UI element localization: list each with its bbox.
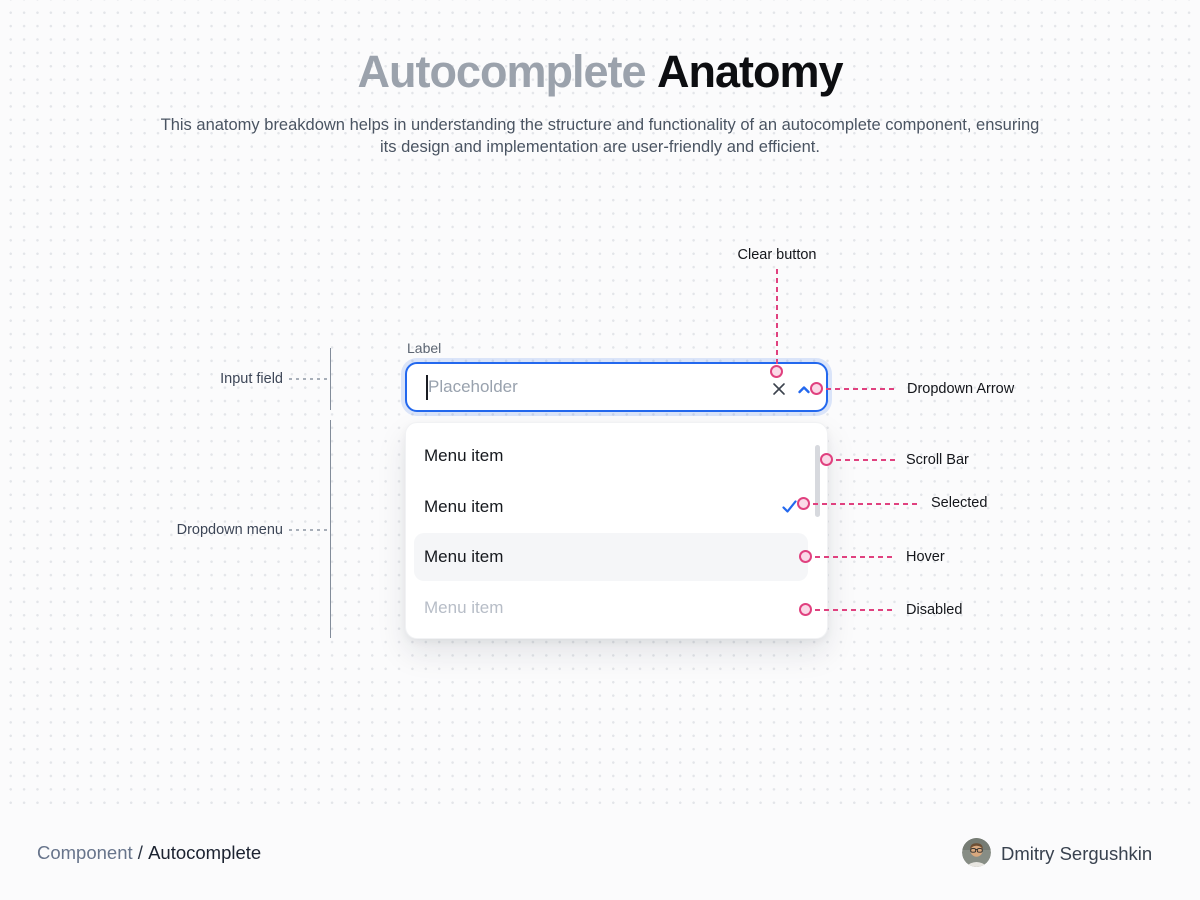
- annotation-selected: Selected: [931, 495, 988, 511]
- dropdown-menu-connector-line: [289, 529, 327, 531]
- menu-item-label: Menu item: [424, 446, 504, 465]
- disabled-leader-line: [815, 609, 896, 611]
- breadcrumb[interactable]: Component / Autocomplete: [37, 842, 261, 864]
- menu-item-hover[interactable]: Menu item: [414, 533, 808, 581]
- menu-item-disabled: Menu item: [406, 584, 806, 632]
- scroll-bar-leader-line: [836, 459, 896, 461]
- annotation-scroll-bar: Scroll Bar: [906, 452, 969, 468]
- clear-x-icon[interactable]: [770, 380, 788, 398]
- scroll-bar-marker: [820, 453, 833, 466]
- input-field-bracket-line: [330, 348, 331, 410]
- menu-item-default[interactable]: Menu item: [406, 432, 806, 480]
- menu-item-label: Menu item: [424, 497, 504, 516]
- text-cursor: [426, 375, 428, 400]
- chevron-up-icon[interactable]: [795, 381, 813, 399]
- annotation-input-field: Input field: [220, 371, 283, 387]
- dropdown-menu-panel: Menu item Menu item Menu item Menu item: [405, 422, 828, 639]
- hover-leader-line: [815, 556, 896, 558]
- input-field-connector-line: [289, 378, 327, 380]
- dropdown-arrow-marker: [810, 382, 823, 395]
- menu-scrollbar[interactable]: [815, 445, 820, 517]
- dropdown-arrow-leader-line: [826, 388, 898, 390]
- page-title: Autocomplete Anatomy: [0, 46, 1200, 98]
- dropdown-menu-bracket-line: [330, 420, 331, 638]
- menu-item-label: Menu item: [424, 598, 504, 617]
- check-icon: [781, 498, 798, 515]
- selected-marker: [797, 497, 810, 510]
- breadcrumb-page: Autocomplete: [148, 842, 262, 863]
- annotation-dropdown-arrow: Dropdown Arrow: [907, 381, 1015, 397]
- autocomplete-input-field[interactable]: [405, 362, 828, 412]
- input-label: Label: [407, 340, 442, 356]
- breadcrumb-separator: /: [137, 842, 143, 863]
- autocomplete-text-input[interactable]: [428, 366, 758, 408]
- disabled-marker: [799, 603, 812, 616]
- clear-button-marker: [770, 365, 783, 378]
- page-title-muted: Autocomplete: [357, 46, 646, 97]
- page-subtitle: This anatomy breakdown helps in understa…: [160, 116, 1040, 156]
- menu-item-selected[interactable]: Menu item: [406, 483, 806, 531]
- clear-button-leader-line: [776, 269, 778, 364]
- selected-leader-line: [813, 503, 921, 505]
- annotation-hover: Hover: [906, 549, 945, 565]
- annotation-clear-button: Clear button: [737, 247, 817, 263]
- page-title-strong: Anatomy: [657, 46, 844, 97]
- breadcrumb-section[interactable]: Component: [37, 842, 133, 863]
- avatar: [962, 838, 991, 867]
- annotation-disabled: Disabled: [906, 602, 963, 618]
- hover-marker: [799, 550, 812, 563]
- author-name: Dmitry Sergushkin: [1001, 843, 1153, 864]
- menu-item-label: Menu item: [424, 547, 504, 566]
- annotation-dropdown-menu: Dropdown menu: [176, 522, 283, 538]
